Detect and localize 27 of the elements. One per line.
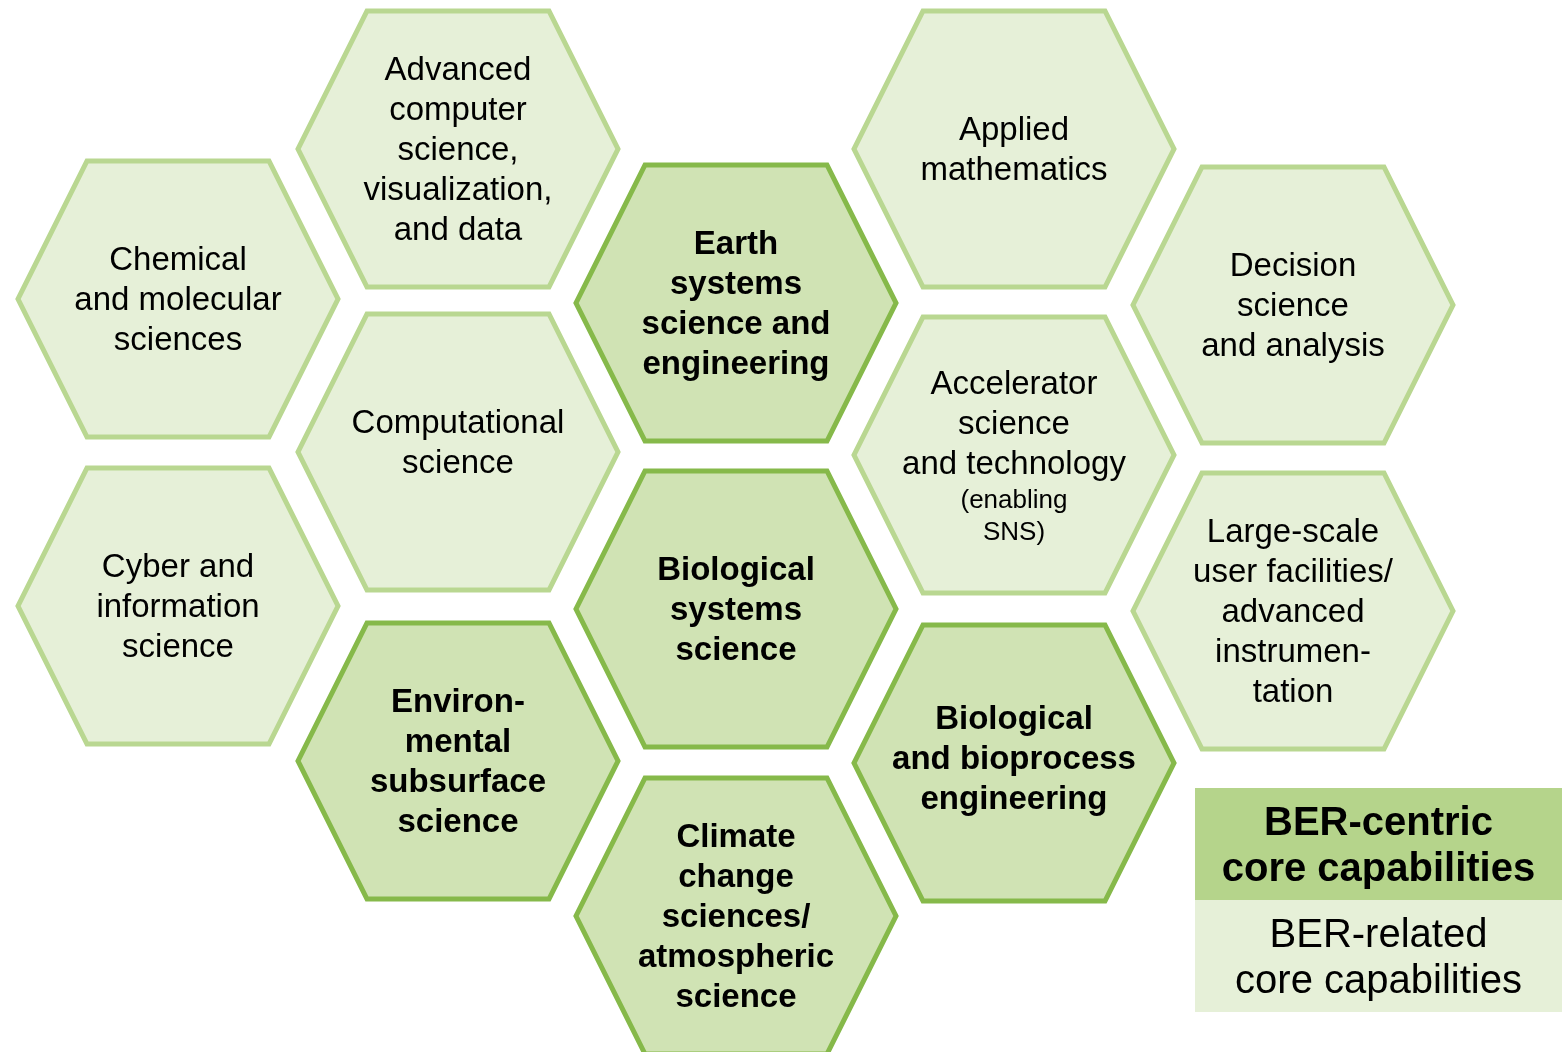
capability-label: Biological systems science: [656, 549, 816, 669]
capability-label: Computational science: [350, 402, 566, 482]
hexagon-tile: [1130, 164, 1456, 446]
hexagon-tile: [851, 8, 1177, 290]
legend-label: BER-related core capabilities: [1235, 910, 1522, 1002]
capability-label: Accelerator science and technology: [901, 363, 1127, 483]
capability-label: Environ-mental subsurface science: [368, 681, 548, 841]
hexagon-tile: [295, 311, 621, 593]
capability-label: Chemical and molecular sciences: [73, 239, 283, 359]
capability-label: Biological and bioprocess engineering: [891, 698, 1137, 818]
hexagon-tile: [15, 465, 341, 747]
capability-label: Earth systems science and engineering: [640, 223, 832, 383]
note-text: (enabling SNS): [959, 483, 1069, 547]
hexagon-tile: [851, 314, 1177, 596]
hexagon-tile: [573, 775, 899, 1052]
hexagon-tile: [295, 620, 621, 902]
capability-label: Cyber and information science: [95, 546, 261, 666]
hexagon-tile: [573, 162, 899, 444]
capability-label: Decision science and analysis: [1200, 245, 1386, 365]
hexagon-tile: [851, 622, 1177, 904]
hexagon-tile: [295, 8, 621, 290]
capability-label: Climate change sciences/ atmospheric science: [636, 816, 836, 1016]
capability-label: Large-scale user facilities/ advanced instrumen-tation: [1192, 511, 1394, 711]
capability-label: Advanced computer science, visualization, and data: [362, 49, 554, 249]
legend-label: BER-centric core capabilities: [1221, 798, 1536, 890]
hexagon-tile: [15, 158, 341, 440]
capability-label: Applied mathematics: [919, 109, 1109, 189]
